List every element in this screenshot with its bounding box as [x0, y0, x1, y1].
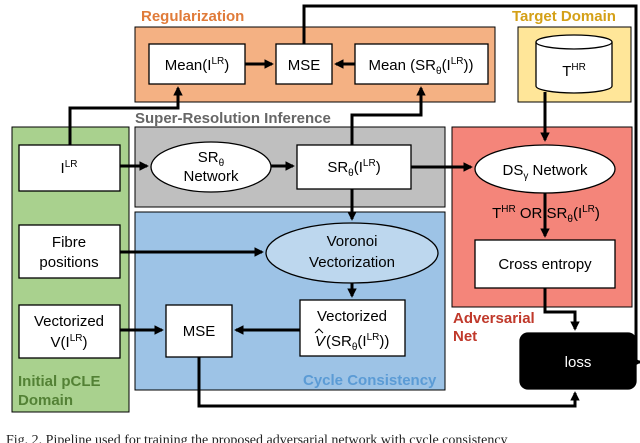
- region-title-regularization: Regularization: [141, 8, 244, 25]
- node-voronoi-label: Voronoi: [327, 233, 378, 250]
- node-vectorized-sr-label-2: (SRθ(ILR)): [326, 332, 389, 353]
- node-ilr-box: [18, 144, 121, 192]
- node-cross-entropy-box: [474, 239, 616, 289]
- node-cross-entropy-label: Cross entropy: [498, 256, 592, 273]
- region-title-target-domain: Target Domain: [512, 8, 616, 25]
- arrows: [68, 4, 640, 408]
- node-mse-top-label: MSE: [288, 57, 321, 74]
- arrow-cross-to-loss: [543, 288, 580, 331]
- node-sr-network-label-2: Network: [183, 168, 239, 185]
- node-mse-bottom-box: [165, 304, 233, 358]
- node-fibre-label-2: positions: [39, 254, 98, 271]
- node-vectorized-lr-label: Vectorized: [34, 313, 104, 330]
- region-title-adversarial-2: Net: [453, 328, 477, 345]
- region-title-initial-2: Domain: [18, 392, 73, 409]
- node-mean-sr-label: Mean (SRθ(ILR)): [368, 56, 473, 77]
- node-target-cylinder: [535, 34, 613, 94]
- region-title-adversarial: Adversarial: [453, 310, 535, 327]
- node-vectorized-lr-label-2: V(ILR): [51, 333, 88, 351]
- arrow-srout-to-meansr: [350, 86, 426, 145]
- node-mse-top-box: [275, 43, 333, 85]
- node-loss-label: loss: [565, 354, 592, 371]
- node-fibre-box: [18, 224, 121, 279]
- region-title-cycle-consistency: Cycle Consistency: [303, 372, 437, 389]
- node-vectorized-sr-formula: V (SRθ(ILR)): [314, 328, 389, 353]
- v-hat-symbol: V: [315, 333, 327, 350]
- node-voronoi-label-2: Vectorization: [309, 254, 395, 271]
- arrow-ilr-to-meanlr: [68, 86, 183, 145]
- node-mean-lr-label: Mean(ILR): [165, 56, 229, 74]
- node-adv-input-label: THR OR SRθ(ILR): [492, 204, 600, 225]
- v-hat-caret: [314, 328, 324, 334]
- arrow-mse-to-loss-top: [302, 4, 640, 367]
- node-sr-network-label: SRθ: [198, 149, 225, 169]
- node-sr-output-label: SRθ(ILR): [327, 158, 380, 179]
- region-title-super-resolution: Super-Resolution Inference: [135, 110, 331, 127]
- node-mean-lr-box: [148, 43, 246, 85]
- figure-caption: Fig. 2. Pipeline used for training the p…: [6, 433, 508, 443]
- node-sr-output-box: [296, 144, 412, 190]
- node-target-label: THR: [562, 62, 586, 80]
- node-vectorized-sr-box: [299, 299, 406, 357]
- node-fibre-label: Fibre: [52, 234, 86, 251]
- arrow-mse-bottom-to-loss: [197, 357, 580, 408]
- node-ds-network-label: DSγ Network: [502, 162, 588, 182]
- region-title-initial: Initial pCLE: [18, 373, 101, 390]
- node-ilr-label: ILR: [61, 159, 78, 177]
- node-vectorized-lr-box: [18, 304, 121, 359]
- node-vectorized-sr-label: Vectorized: [317, 308, 387, 325]
- node-voronoi-ellipse: [265, 222, 439, 284]
- node-mse-bottom-label: MSE: [183, 323, 216, 340]
